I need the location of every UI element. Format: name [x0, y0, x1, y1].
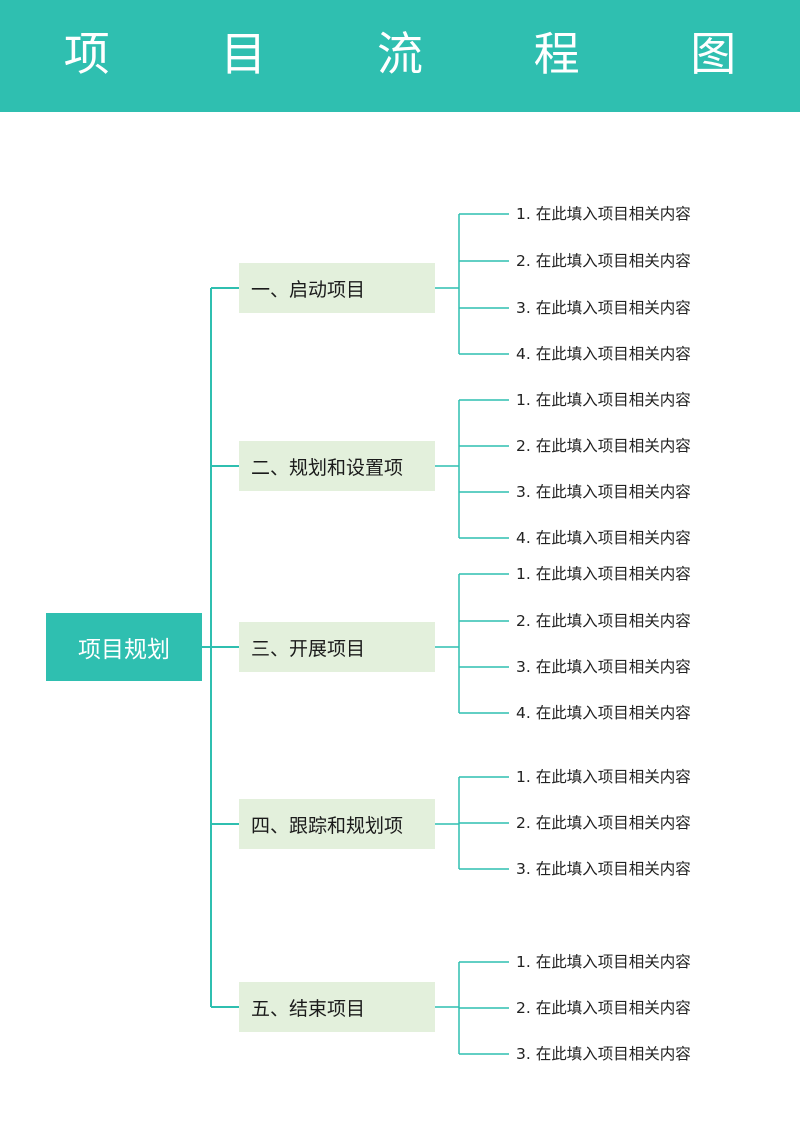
branch-node-5: 五、结束项目	[239, 982, 435, 1032]
leaf-item: 1. 在此填入项目相关内容	[516, 768, 691, 786]
leaf-item: 4. 在此填入项目相关内容	[516, 529, 691, 547]
branch-node-3: 三、开展项目	[239, 622, 435, 672]
leaf-item: 3. 在此填入项目相关内容	[516, 299, 691, 317]
root-node: 项目规划	[46, 613, 202, 681]
leaf-item: 2. 在此填入项目相关内容	[516, 437, 691, 455]
leaf-item: 2. 在此填入项目相关内容	[516, 814, 691, 832]
leaf-item: 3. 在此填入项目相关内容	[516, 658, 691, 676]
leaf-item: 3. 在此填入项目相关内容	[516, 860, 691, 878]
branch-node-1: 一、启动项目	[239, 263, 435, 313]
branch-node-4: 四、跟踪和规划项	[239, 799, 435, 849]
leaf-item: 1. 在此填入项目相关内容	[516, 205, 691, 223]
leaf-item: 4. 在此填入项目相关内容	[516, 704, 691, 722]
leaf-item: 2. 在此填入项目相关内容	[516, 999, 691, 1017]
leaf-item: 1. 在此填入项目相关内容	[516, 953, 691, 971]
leaf-item: 3. 在此填入项目相关内容	[516, 483, 691, 501]
leaf-item: 2. 在此填入项目相关内容	[516, 252, 691, 270]
branch-node-2: 二、规划和设置项	[239, 441, 435, 491]
leaf-item: 1. 在此填入项目相关内容	[516, 391, 691, 409]
header-bar: 项 目 流 程 图	[0, 0, 800, 112]
leaf-item: 4. 在此填入项目相关内容	[516, 345, 691, 363]
leaf-item: 3. 在此填入项目相关内容	[516, 1045, 691, 1063]
leaf-item: 2. 在此填入项目相关内容	[516, 612, 691, 630]
leaf-item: 1. 在此填入项目相关内容	[516, 565, 691, 583]
page-title: 项 目 流 程 图	[63, 27, 785, 81]
